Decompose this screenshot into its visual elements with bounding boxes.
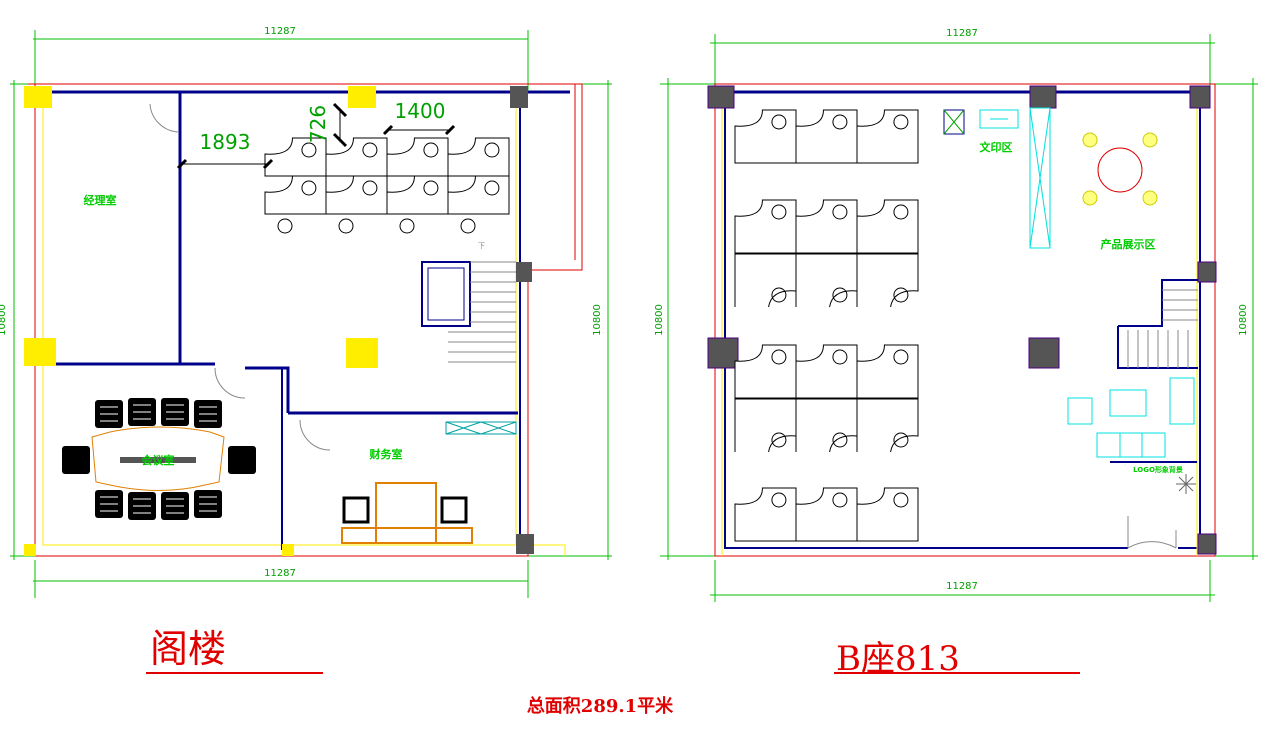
workstation-desk (386, 175, 449, 215)
workstation-desk (734, 487, 797, 542)
plant-icon (1176, 474, 1196, 494)
chair-icon (771, 432, 787, 448)
room-label-print: 文印区 (980, 140, 1013, 154)
dim-1893: 1893 (200, 130, 251, 154)
round-table (1082, 132, 1158, 206)
chair-icon (832, 432, 848, 448)
workstation-desk (325, 175, 388, 215)
chair-icon (771, 349, 787, 365)
workstation-desk (856, 398, 919, 453)
workstation-desk (734, 109, 797, 164)
workstation-desk (734, 398, 797, 453)
meeting-table (62, 398, 256, 520)
chair-icon (771, 114, 787, 130)
chair-icon (362, 142, 378, 158)
print-area-furniture (943, 107, 1051, 249)
chair-icon (771, 492, 787, 508)
chair-icon (62, 446, 90, 474)
workstation-desk (856, 487, 919, 542)
loft-plan: 11287 11287 10800 10800 (0, 26, 612, 598)
chair-icon (832, 349, 848, 365)
workstation-desk (264, 175, 327, 215)
chair-icon (460, 218, 476, 234)
room-label-meeting: 会议室 (142, 453, 175, 467)
workstation-desk (856, 109, 919, 164)
inner-dim-lines (182, 108, 450, 165)
total-area: 总面积289.1平米 (527, 695, 674, 717)
workstation-desk (264, 137, 327, 177)
chair-icon (423, 142, 439, 158)
dim-1400: 1400 (395, 99, 446, 123)
b813-plan: 11287 11287 10800 10800 (654, 28, 1258, 602)
chair-icon (484, 180, 500, 196)
dim-left: 10800 (654, 304, 665, 336)
workstation-desk (795, 344, 858, 399)
stairs (1117, 279, 1198, 369)
workstation-desk (734, 199, 797, 254)
columns (707, 85, 1217, 555)
workstation-desk (447, 137, 510, 177)
chair-icon (832, 204, 848, 220)
chair-icon (832, 114, 848, 130)
title-loft: 阁楼 (150, 627, 226, 671)
columns (24, 86, 534, 556)
finance-desk (341, 482, 473, 544)
chair-icon (484, 142, 500, 158)
chair-icon (893, 287, 909, 303)
stairs (421, 261, 516, 363)
workstations (264, 137, 510, 234)
workstation-desk (856, 199, 919, 254)
chair-icon (893, 432, 909, 448)
workstation-desk (386, 137, 449, 177)
chair-icon (301, 180, 317, 196)
chair-icon (423, 180, 439, 196)
sofa-set (1067, 377, 1197, 463)
workstation-desk (795, 487, 858, 542)
chair-icon (399, 218, 415, 234)
workstations (734, 109, 919, 542)
workstation-desk (856, 344, 919, 399)
dim-bottom: 11287 (264, 568, 296, 579)
dim-top: 11287 (264, 26, 296, 37)
dim-726: 726 (306, 105, 330, 143)
workstation-desk (795, 199, 858, 254)
room-label-showroom: 产品展示区 (1101, 237, 1156, 251)
label-logo-wall: LOGO形象背景 (1133, 465, 1183, 474)
workstation-desk (795, 398, 858, 453)
dimension-lines (660, 34, 1258, 602)
workstation-desk (795, 253, 858, 308)
workstation-desk (325, 137, 388, 177)
chair-icon (832, 492, 848, 508)
chair-icon (338, 218, 354, 234)
chair-icon (832, 287, 848, 303)
workstation-desk (734, 344, 797, 399)
workstation-desk (447, 175, 510, 215)
workstation-desk (795, 109, 858, 164)
chair-icon (228, 446, 256, 474)
room-label-finance: 财务室 (369, 447, 403, 461)
chair-icon (277, 218, 293, 234)
workstation-desk (734, 253, 797, 308)
dim-left: 10800 (0, 304, 8, 336)
workstation-desk (856, 253, 919, 308)
dim-bottom: 11287 (946, 581, 978, 592)
cabinet (445, 421, 517, 435)
stair-mark: 下 (478, 242, 485, 250)
chair-icon (893, 204, 909, 220)
chair-icon (771, 287, 787, 303)
chair-icon (362, 180, 378, 196)
chair-icon (301, 142, 317, 158)
dim-right: 10800 (592, 304, 603, 336)
chair-icon (893, 349, 909, 365)
chair-icon (771, 204, 787, 220)
chair-icon (893, 114, 909, 130)
room-label-manager: 经理室 (84, 193, 117, 207)
chair-icon (893, 492, 909, 508)
dim-right: 10800 (1238, 304, 1249, 336)
dim-top: 11287 (946, 28, 978, 39)
